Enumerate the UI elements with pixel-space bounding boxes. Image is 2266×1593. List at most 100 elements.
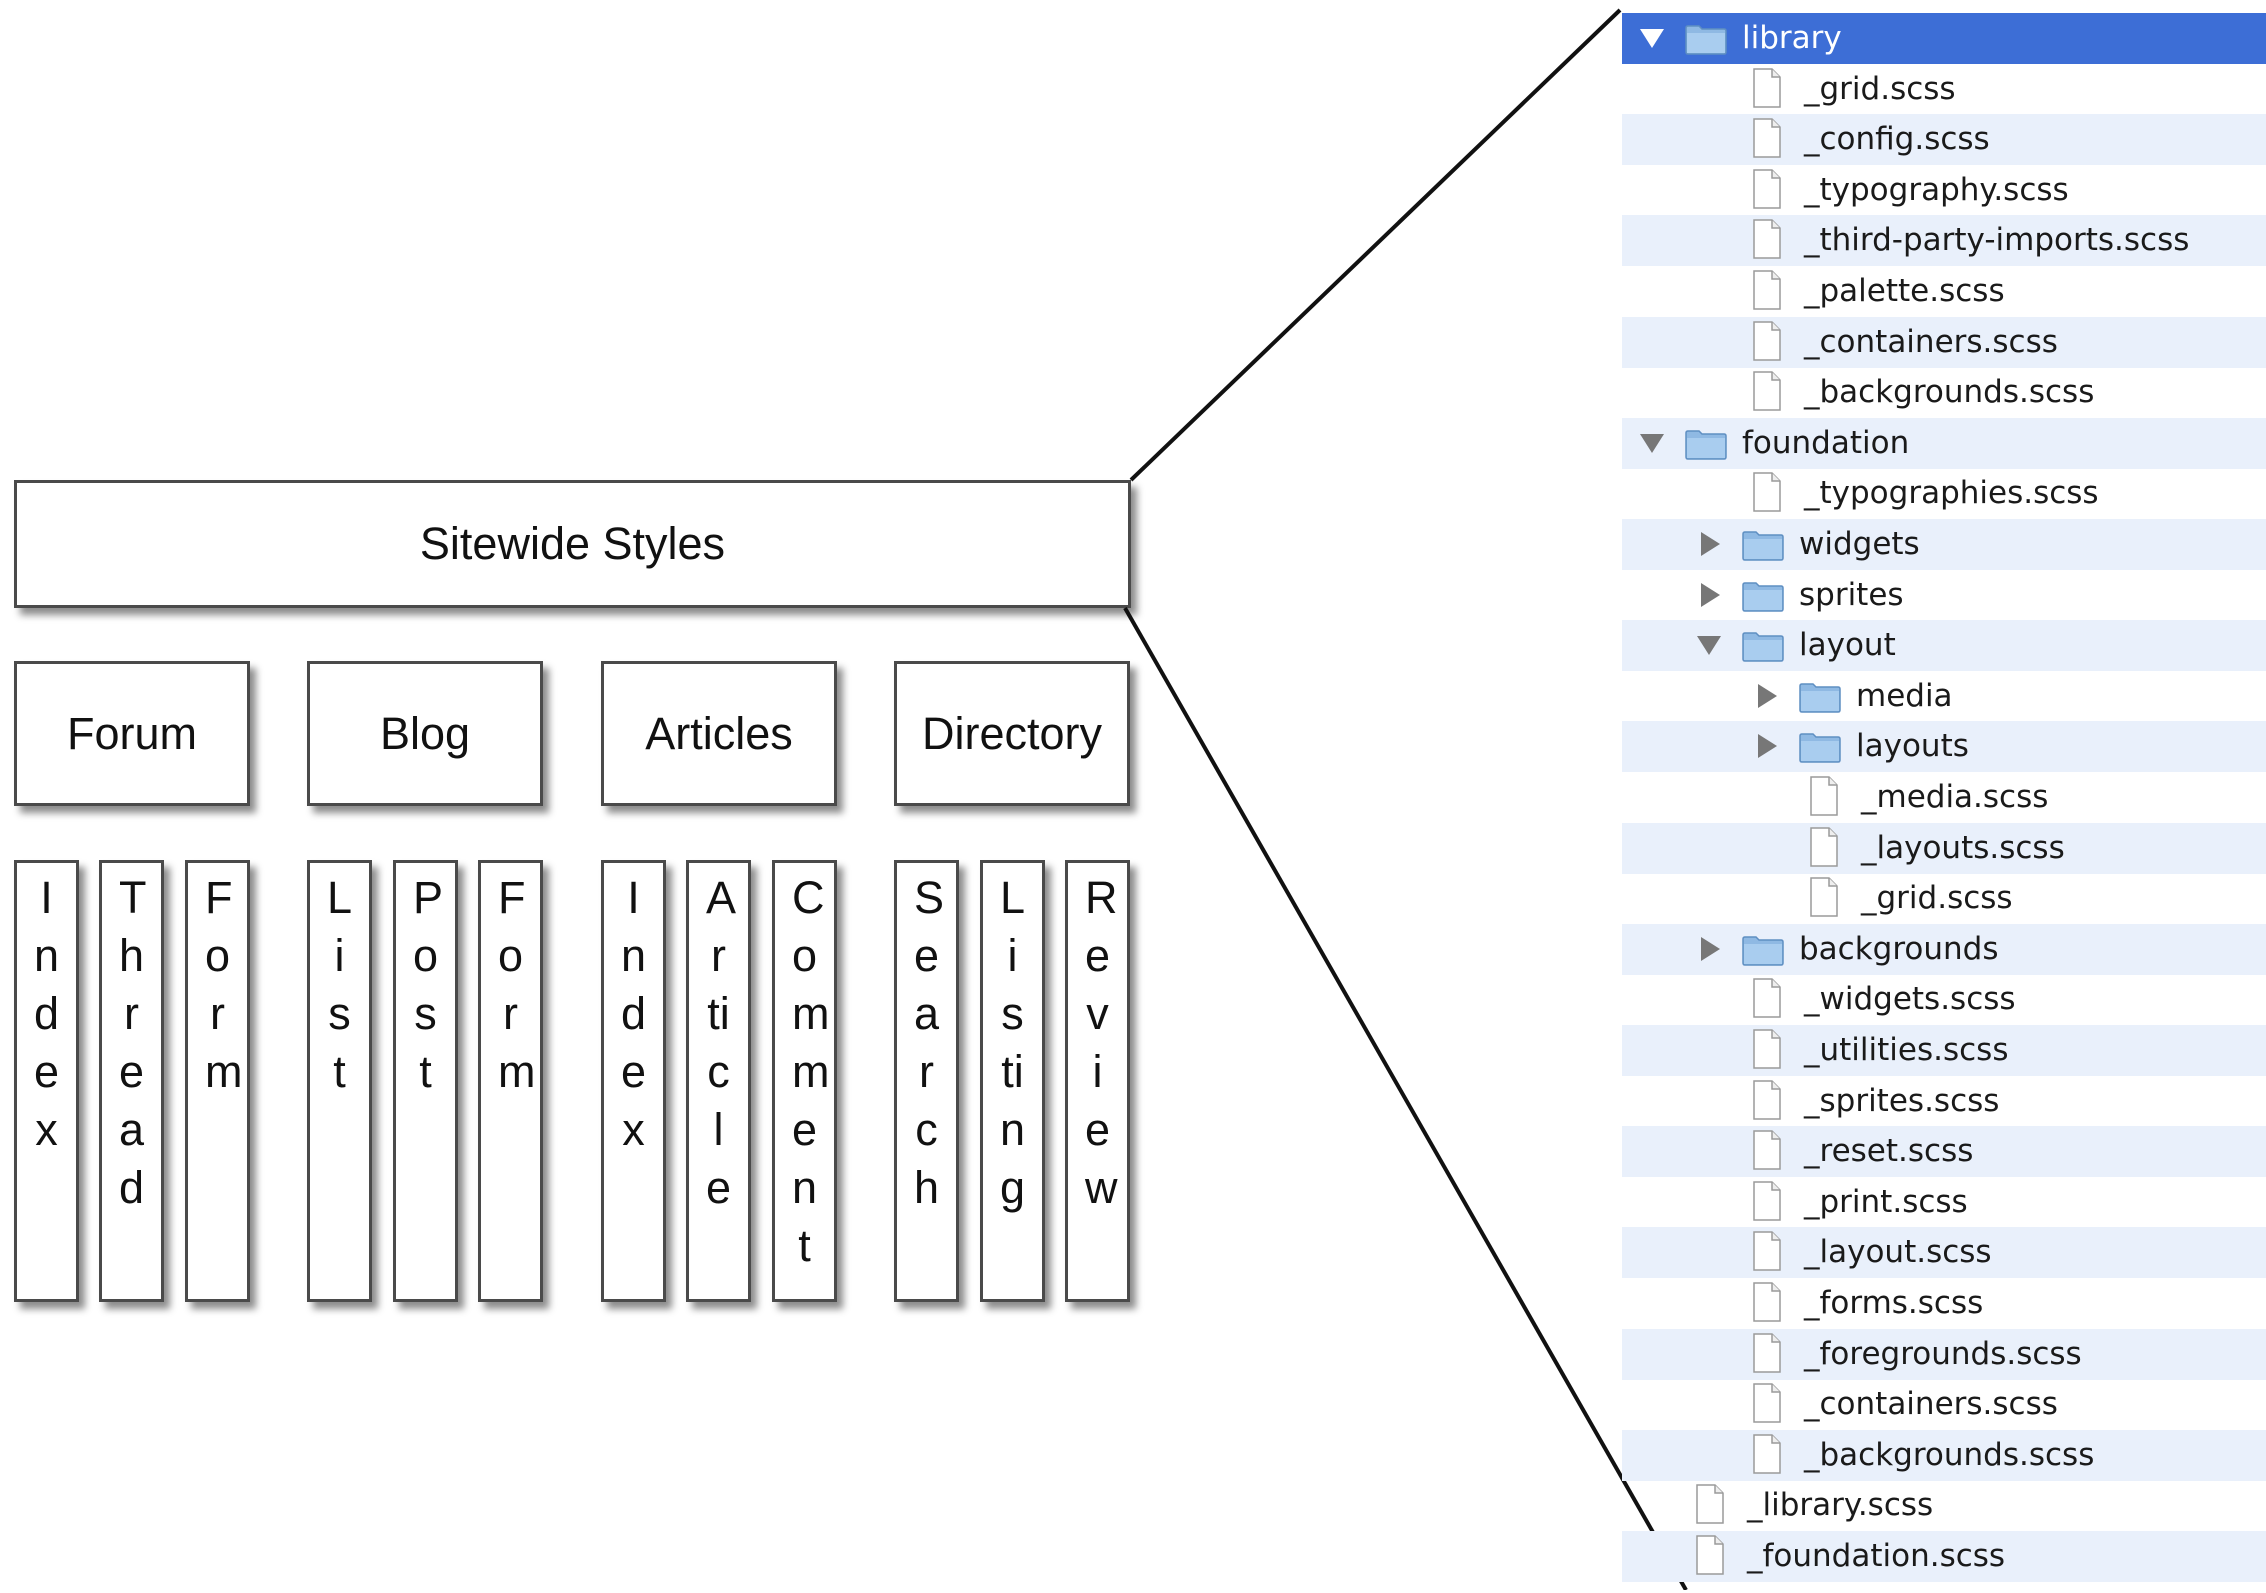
document-icon [1753,1332,1781,1373]
tree-file-grid-scss[interactable]: _grid.scss [1622,873,2266,924]
disclosure-closed-icon[interactable] [1758,683,1777,708]
tree-item-label: _typographies.scss [1804,475,2099,512]
tree-item-label: layouts [1856,728,1969,765]
tree-item-label: _layout.scss [1804,1234,1992,1271]
document-icon [1753,472,1781,513]
page-label: Post [412,872,443,1097]
document-icon [1696,1484,1724,1525]
tree-folder-layout[interactable]: layout [1622,620,2266,672]
tree-item-label: library [1742,20,1842,56]
document-icon [1753,1282,1781,1322]
page-box-forum-thread: Thread [99,860,164,1302]
document-icon [1753,1434,1781,1474]
section-box-blog: Blog [307,661,543,806]
section-label: Directory [921,707,1103,759]
page-label: Search [913,872,944,1213]
tree-folder-sprites[interactable]: sprites [1622,570,2266,621]
tree-file-reset-scss[interactable]: _reset.scss [1622,1126,2266,1178]
section-box-forum: Forum [14,661,250,806]
tree-item-label: _media.scss [1861,779,2049,815]
section-box-directory: Directory [894,661,1130,806]
tree-file-backgrounds-scss[interactable]: _backgrounds.scss [1622,367,2266,418]
document-icon [1753,270,1781,310]
document-icon [1753,118,1781,158]
tree-file-containers-scss[interactable]: _containers.scss [1622,316,2266,368]
document-icon [1753,1383,1781,1423]
tree-file-layouts-scss[interactable]: _layouts.scss [1622,822,2266,874]
tree-item-label: backgrounds [1799,930,1999,967]
disclosure-open-icon[interactable] [1697,636,1721,656]
document-icon [1753,1181,1781,1221]
page-label: List [326,872,353,1097]
document-icon [1753,320,1781,361]
tree-item-label: _backgrounds.scss [1804,1436,2095,1473]
document-icon [1753,1079,1781,1120]
document-icon [1753,1231,1781,1272]
tree-file-config-scss[interactable]: _config.scss [1622,114,2266,166]
tree-item-label: _grid.scss [1861,880,2013,917]
tree-item-label: _sprites.scss [1804,1082,2000,1119]
tree-file-library-scss[interactable]: _library.scss [1622,1480,2266,1531]
folder-icon [1742,936,1784,966]
document-icon [1753,219,1781,260]
document-icon [1753,67,1781,108]
page-label: Listing [999,872,1026,1213]
tree-item-label: _containers.scss [1804,1386,2058,1423]
tree-file-foregrounds-scss[interactable]: _foregrounds.scss [1622,1328,2266,1380]
page-box-blog-list: List [307,860,372,1302]
disclosure-closed-icon[interactable] [1701,532,1720,556]
tree-item-label: _third-party-imports.scss [1804,222,2190,259]
tree-folder-widgets[interactable]: widgets [1622,519,2266,570]
tree-file-forms-scss[interactable]: _forms.scss [1622,1278,2266,1329]
page-box-forum-index: Index [14,860,79,1302]
tree-item-label: _foundation.scss [1747,1538,2006,1574]
tree-file-media-scss[interactable]: _media.scss [1622,772,2266,823]
tree-item-label: _widgets.scss [1804,981,2016,1018]
page-box-articles-article: Article [686,860,751,1302]
tree-file-grid-scss[interactable]: _grid.scss [1622,64,2266,115]
page-label: Thread [118,872,147,1213]
tree-file-layout-scss[interactable]: _layout.scss [1622,1227,2266,1279]
document-icon [1810,877,1838,917]
tree-file-foundation-scss[interactable]: _foundation.scss [1622,1531,2266,1582]
tree-file-typographies-scss[interactable]: _typographies.scss [1622,468,2266,519]
tree-file-utilities-scss[interactable]: _utilities.scss [1622,1025,2266,1076]
tree-folder-foundation[interactable]: foundation [1622,417,2266,469]
sitewide-styles-label: Sitewide Styles [419,518,726,569]
tree-folder-layouts[interactable]: layouts [1622,721,2266,773]
tree-item-label: foundation [1742,424,1910,461]
folder-icon [1685,25,1727,55]
document-icon [1753,1029,1781,1069]
tree-folder-backgrounds[interactable]: backgrounds [1622,923,2266,975]
document-icon [1810,826,1838,867]
tree-file-backgrounds-scss[interactable]: _backgrounds.scss [1622,1429,2266,1481]
page-box-directory-listing: Listing [980,860,1045,1302]
tree-item-label: _library.scss [1747,1487,1934,1524]
page-box-directory-search: Search [894,860,959,1302]
tree-folder-media[interactable]: media [1622,671,2266,722]
tree-item-label: _foregrounds.scss [1804,1335,2082,1372]
tree-file-palette-scss[interactable]: _palette.scss [1622,266,2266,317]
page-box-articles-comment: Comment [772,860,837,1302]
disclosure-closed-icon[interactable] [1701,936,1720,961]
document-icon [1753,371,1781,411]
section-label: Articles [645,707,793,759]
tree-file-containers-scss[interactable]: _containers.scss [1622,1379,2266,1430]
disclosure-open-icon[interactable] [1640,29,1664,48]
tree-item-label: _typography.scss [1804,171,2069,208]
disclosure-open-icon[interactable] [1640,433,1664,453]
tree-folder-library[interactable]: library [1622,13,2266,64]
disclosure-closed-icon[interactable] [1701,582,1720,607]
disclosure-closed-icon[interactable] [1758,734,1777,759]
tree-file-print-scss[interactable]: _print.scss [1622,1177,2266,1228]
tree-file-typography-scss[interactable]: _typography.scss [1622,165,2266,216]
tree-file-widgets-scss[interactable]: _widgets.scss [1622,974,2266,1025]
tree-item-label: layout [1799,627,1896,664]
folder-icon [1742,581,1784,612]
section-label: Blog [379,707,471,759]
section-label: Forum [66,707,197,759]
tree-item-label: _reset.scss [1804,1133,1974,1170]
page-label: Article [705,872,736,1213]
tree-file-sprites-scss[interactable]: _sprites.scss [1622,1076,2266,1127]
tree-file-third-party-imports-scss[interactable]: _third-party-imports.scss [1622,215,2266,267]
